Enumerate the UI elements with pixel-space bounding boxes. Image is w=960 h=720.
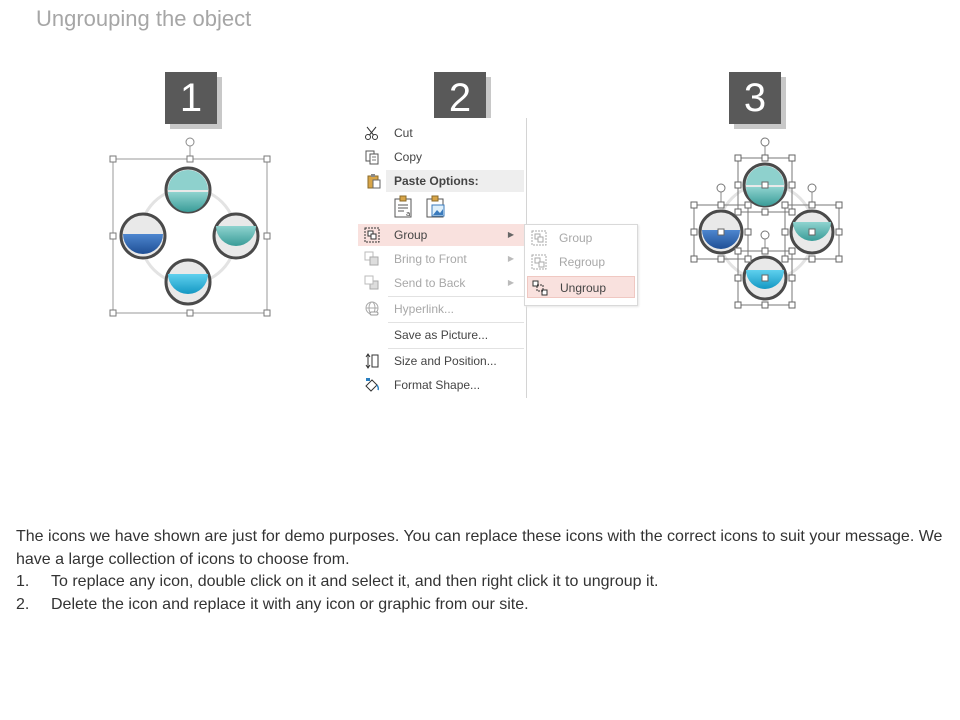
menu-item-label: Format Shape... (394, 378, 481, 392)
submenu-arrow-icon: ▶ (507, 230, 514, 239)
bring-front-icon (364, 251, 379, 266)
circle-left (119, 212, 167, 260)
copy-icon (365, 150, 379, 165)
menu-item-send-to-back: Send to Back ▶ (358, 272, 524, 294)
step-number: 2. (16, 595, 30, 613)
menu-item-format-shape[interactable]: Format Shape... (358, 374, 524, 396)
menu-header-paste-options: Paste Options: (386, 170, 524, 192)
submenu-item-group: Group (527, 227, 635, 249)
submenu-item-label: Regroup (559, 255, 606, 269)
ungrouped-circle-left (693, 183, 749, 260)
instructions-text: The icons we have shown are just for dem… (16, 526, 946, 616)
submenu-item-label: Ungroup (560, 281, 607, 295)
menu-item-label: Copy (394, 150, 423, 164)
menu-separator (388, 296, 524, 297)
menu-item-label: Cut (394, 126, 413, 140)
step-number: 1. (16, 573, 30, 590)
circle-right (212, 212, 260, 260)
slide-title: Ungrouping the object (36, 6, 252, 31)
menu-item-group[interactable]: Group ▶ (358, 224, 524, 246)
menu-separator (388, 348, 524, 349)
circle-bottom (164, 258, 212, 306)
menu-item-cut[interactable]: Cut (358, 122, 524, 144)
menu-item-size-and-position[interactable]: Size and Position... (358, 350, 524, 372)
menu-item-save-as-picture[interactable]: Save as Picture... (358, 324, 524, 346)
context-menu: Cut Copy Paste Options: a Group ▶ Bring … (358, 118, 527, 398)
svg-text:a: a (406, 210, 410, 218)
ungrouped-objects-graphic[interactable] (680, 130, 855, 310)
menu-item-copy[interactable]: Copy (358, 146, 524, 168)
size-position-icon (365, 353, 379, 369)
submenu-item-ungroup[interactable]: Ungroup (527, 276, 635, 298)
menu-item-label: Send to Back (394, 276, 466, 290)
circle-top (164, 166, 212, 214)
intro-paragraph: The icons we have shown are just for dem… (16, 528, 943, 568)
step-number-2: 2 (434, 72, 486, 124)
hyperlink-icon (365, 301, 379, 316)
format-shape-icon (365, 378, 380, 392)
group-icon (531, 230, 547, 246)
menu-item-label: Hyperlink... (394, 302, 455, 316)
regroup-icon (531, 254, 547, 270)
menu-header-label: Paste Options: (394, 174, 479, 188)
ungroup-icon (532, 280, 548, 296)
group-submenu: Group Regroup Ungroup (524, 224, 638, 306)
instruction-step-2: 2. Delete the icon and replace it with a… (16, 594, 946, 617)
scissors-icon (365, 126, 378, 140)
grouped-object-graphic[interactable] (100, 130, 285, 325)
group-icon (364, 227, 380, 243)
step-number-1: 1 (165, 72, 217, 124)
menu-item-label: Size and Position... (394, 354, 497, 368)
menu-item-label: Bring to Front (394, 252, 467, 266)
submenu-item-label: Group (559, 231, 593, 245)
paste-keep-format-icon[interactable]: a (392, 195, 416, 219)
step-text: Delete the icon and replace it with any … (51, 595, 529, 613)
menu-separator (388, 322, 524, 323)
instruction-step-1: 1. To replace any icon, double click on … (16, 571, 946, 594)
submenu-item-regroup: Regroup (527, 251, 635, 273)
ungrouped-circle-top (737, 137, 793, 213)
submenu-arrow-icon: ▶ (507, 278, 514, 287)
ungrouped-circle-bottom (737, 230, 793, 306)
paste-as-picture-icon[interactable] (424, 195, 448, 219)
paste-icon (367, 174, 381, 189)
step-number-3: 3 (729, 72, 781, 124)
submenu-arrow-icon: ▶ (507, 254, 514, 263)
step-text: To replace any icon, double click on it … (51, 573, 659, 590)
menu-item-label: Save as Picture... (394, 328, 489, 342)
menu-item-bring-to-front: Bring to Front ▶ (358, 248, 524, 270)
send-back-icon (364, 275, 379, 290)
menu-item-label: Group (394, 228, 428, 242)
menu-item-hyperlink: Hyperlink... (358, 298, 524, 320)
